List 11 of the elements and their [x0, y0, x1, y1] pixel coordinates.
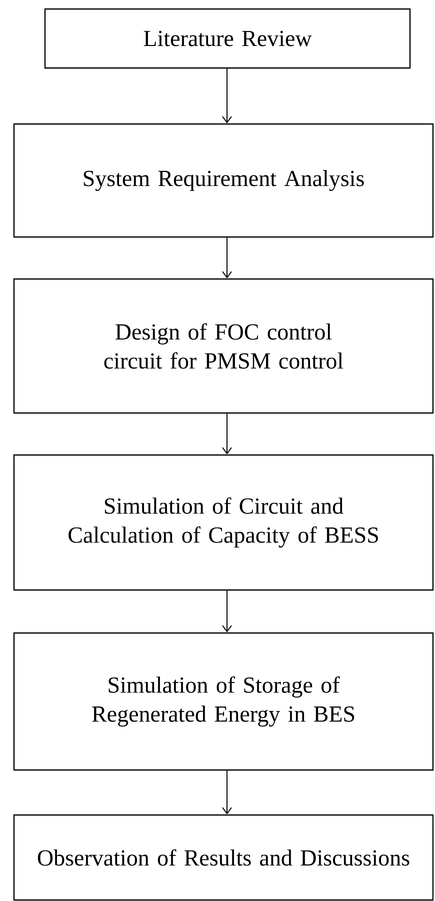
arrow: [222, 590, 232, 632]
process-box: Design of FOC control circuit for PMSM control: [13, 278, 434, 414]
process-box: Literature Review: [44, 8, 411, 69]
process-box: Simulation of Circuit and Calculation of Capacity of BESS: [13, 454, 434, 591]
arrow: [222, 413, 232, 454]
arrow: [222, 770, 232, 814]
process-box: Observation of Results and Discussions: [13, 814, 434, 901]
arrow: [222, 68, 232, 124]
process-box: Simulation of Storage of Regenerated Energy in BES: [13, 632, 434, 771]
arrow: [222, 237, 232, 278]
process-box: System Requirement Analysis: [13, 123, 434, 238]
